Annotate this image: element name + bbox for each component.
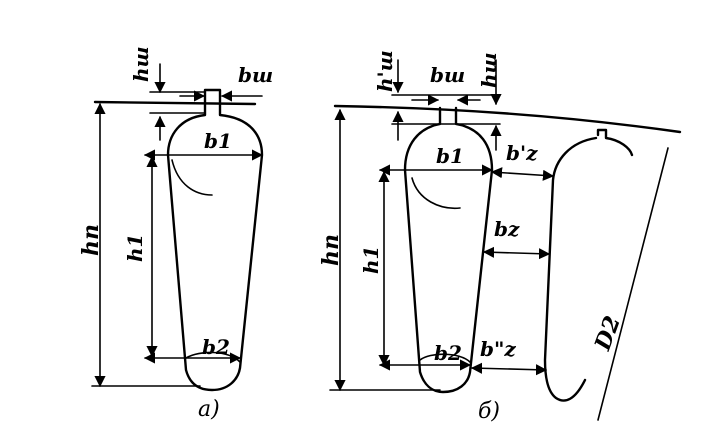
label-b1-b: b1 (436, 144, 464, 168)
upper-arc-b (411, 177, 461, 210)
label-h1-b: h1 (359, 246, 383, 274)
label-hn-a: hп (78, 224, 104, 256)
label-bz-double-b: b"z (480, 337, 516, 361)
figure-b: h'ш bш hш b'z hп h1 b1 bz b2 b"z D2 б) (318, 50, 682, 424)
rotor-surface-a (93, 100, 257, 106)
figure-a: hш bш hп h1 b1 b2 а) (78, 46, 273, 422)
label-b2-b: b2 (434, 341, 462, 365)
label-hsh-prime-b: h'ш (373, 50, 397, 92)
label-bz-prime-b: b'z (506, 141, 538, 165)
label-b2-a: b2 (202, 335, 230, 359)
label-bsh-b: bш (430, 63, 465, 87)
label-bz-b: bz (494, 217, 520, 241)
label-hsh-a: hш (129, 46, 153, 82)
upper-arc-a (171, 159, 213, 196)
caption-a: а) (198, 397, 220, 422)
neighbour-slot-outline-b (543, 128, 634, 402)
slot-outline-b (403, 106, 494, 394)
label-bsh-a: bш (238, 63, 273, 87)
label-d2-b: D2 (589, 312, 626, 354)
rotor-surface-b (333, 104, 682, 134)
label-hn-b: hп (318, 234, 344, 266)
d2-line-b (597, 147, 669, 421)
label-h1-a: h1 (123, 234, 147, 262)
label-hsh-b: hш (477, 52, 501, 88)
caption-b: б) (478, 399, 500, 424)
bz-prime-dim-b (490, 167, 555, 181)
bz-dim-b (482, 246, 551, 260)
bz-double-dim-b (470, 362, 548, 376)
label-b1-a: b1 (204, 129, 232, 153)
